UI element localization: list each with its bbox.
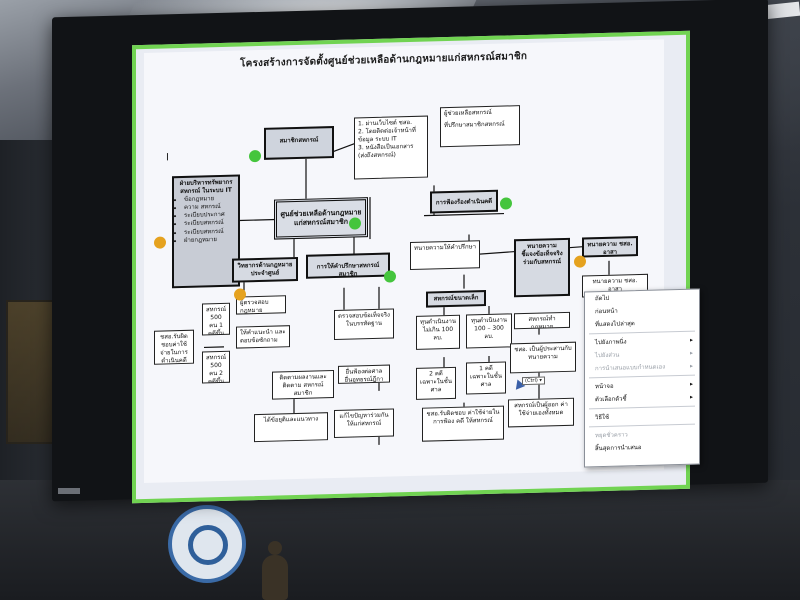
small-right-box: ทุนดำเนินงาน 100 – 300 ลบ. <box>466 313 512 349</box>
monitor-badge <box>58 488 80 494</box>
menu-item-label: หยุดชั่วคราว <box>595 431 628 440</box>
coop-coordinate-box: ชสอ. เป็นผู้ประสานกับ ทนายความ <box>510 341 576 374</box>
slide: โครงสร้างการจัดตั้งศูนย์ช่วยเหลือด้านกฎห… <box>144 39 664 483</box>
menu-item-label: ไปยังส่วน <box>595 351 620 360</box>
court-case-box: การฟ้องร้องดำเนินคดี <box>430 189 498 214</box>
member-steps-box: 1. ผ่านเว็บไซต์ ชสอ. 2. โดยติดต่อเจ้าหน้… <box>354 115 428 180</box>
podium-logo-icon <box>168 505 246 583</box>
case-consult-box: การให้คำปรึกษาสหกรณ์สมาชิก <box>306 252 390 279</box>
menu-item-label: ก่อนหน้า <box>595 307 618 316</box>
menu-item-label: ถัดไป <box>595 294 610 303</box>
context-menu: ถัดไป ก่อนหน้า ที่แสดงไปล่าสุด ไปยังภาพน… <box>584 288 700 468</box>
count-left-box: 2 คดี เฉพาะในชั้นศาล <box>416 366 456 400</box>
left-panel: ฝ่ายบริหารทรัพยากร สหกรณ์ ในระบบ IT ข้อก… <box>172 174 240 289</box>
member-step-3: 3. หนังสือเป็นเอกสาร (ส่งถึงสหกรณ์) <box>358 143 414 160</box>
fee-box-2: สหกรณ์ 500 คน 2 คดีขึ้นไป <box>202 350 230 384</box>
chevron-right-icon: ▸ <box>689 393 693 401</box>
member-step-2: 2. โดยติดต่อเจ้าหน้าที่ข้อมูล ระบบ IT <box>358 126 416 144</box>
member-box: สมาชิกสหกรณ์ <box>264 126 334 160</box>
court-agent-box: ทนายความ ชี้แจงข้อเท็จจริง ร่วมกับสหกรณ์ <box>514 237 570 298</box>
chevron-right-icon: ▸ <box>689 362 693 370</box>
small-coop-box: สหกรณ์ขนาดเล็ก <box>426 290 486 308</box>
menu-item-help[interactable]: วิธีใช้ <box>585 409 699 425</box>
menu-item-end-show[interactable]: สิ้นสุดการนำเสนอ <box>585 440 699 456</box>
member-side-2: ที่ปรึกษาสมาชิกสหกรณ์ <box>444 120 505 130</box>
coop-lawyer-box: สหกรณ์ทำกฎหมาย <box>514 311 570 330</box>
chevron-right-icon: ▸ <box>689 336 693 344</box>
menu-item-label: วิธีใช้ <box>595 413 610 422</box>
lawyer-note-box: ทนายความให้คำปรึกษา <box>410 240 480 271</box>
menu-item-label: สิ้นสุดการนำเสนอ <box>595 444 642 453</box>
presentation-screen: โครงสร้างการจัดตั้งศูนย์ช่วยเหลือด้านกฎห… <box>132 30 690 504</box>
menu-item-label: ที่แสดงไปล่าสุด <box>595 320 635 329</box>
chevron-right-icon: ▸ <box>689 380 693 388</box>
consultant-box: วิทยากรด้านกฎหมาย ประจำศูนย์ <box>232 256 298 283</box>
count-right-box: 1 คดี เฉพาะในชั้นศาล <box>466 361 506 395</box>
wall-picture-frame <box>6 300 56 444</box>
paste-options-tag[interactable]: (Ctrl) ▾ <box>522 376 545 386</box>
member-side-box: ผู้ช่วยเหลือสหกรณ์ ที่ปรึกษาสมาชิกสหกรณ์ <box>440 105 520 148</box>
menu-item-label: หน้าจอ <box>595 382 614 391</box>
check-facts-box: ตรวจสอบข้อเท็จจริง ในบรรทัดฐาน <box>334 308 394 341</box>
member-side-1: ผู้ช่วยเหลือสหกรณ์ <box>444 108 492 118</box>
result-box: ได้ข้อยุติและแนวทาง <box>254 412 328 443</box>
office-follow-box: ติดตามผลงานและติดตาม สหกรณ์สมาชิก <box>272 370 334 400</box>
left-panel-item: ฝ่ายกฎหมาย <box>184 235 235 244</box>
fee-box-1: สหกรณ์ 500 คน 1 คดีขึ้นไป <box>202 302 230 336</box>
left-panel-title: ฝ่ายบริหารทรัพยากร สหกรณ์ ในระบบ IT <box>179 178 233 196</box>
slide-marker: I <box>166 152 169 164</box>
volunteer-lawyer-box: ทนายความ ชสอ. อาสา <box>582 236 638 258</box>
menu-item-label: ตัวเลือกตัวชี้ <box>595 395 627 404</box>
support-box: ชสอ.รับผิดชอบค่าใช้จ่ายในการดำเนินคดี <box>154 329 194 365</box>
menu-item-last-viewed[interactable]: ที่แสดงไปล่าสุด <box>585 316 699 332</box>
menu-item-label: ไปยังภาพนิ่ง <box>595 338 627 347</box>
coop-self-pay-box: สหกรณ์เป็นผู้ออก ค่าใช้จ่ายเองทั้งหมด <box>508 397 574 428</box>
suit-box: ยื่นฟ้องต่อศาล ยื่นอุทธรณ์ฎีกา <box>338 364 390 384</box>
pay-box: ชสอ.รับผิดชอบ ค่าใช้จ่ายในการฟ้อง คดี ให… <box>422 405 504 442</box>
statue-figure <box>262 541 288 600</box>
chevron-right-icon: ▸ <box>689 349 693 357</box>
menu-item-pointer-options[interactable]: ตัวเลือกตัวชี้ ▸ <box>585 391 699 407</box>
small-left-box: ทุนดำเนินงาน ไม่เกิน 100 ลบ. <box>416 314 460 350</box>
menu-item-custom-show: การนำเสนอแบบกำหนดเอง ▸ <box>585 360 699 376</box>
menu-item-label: การนำเสนอแบบกำหนดเอง <box>595 363 666 373</box>
answer-box: ให้คำแนะนำ และตอบข้อซักถาม <box>236 325 290 349</box>
legal-fix-box: แก้ไขปัญหาร่วมกัน ให้แก่สหกรณ์ <box>334 408 394 439</box>
